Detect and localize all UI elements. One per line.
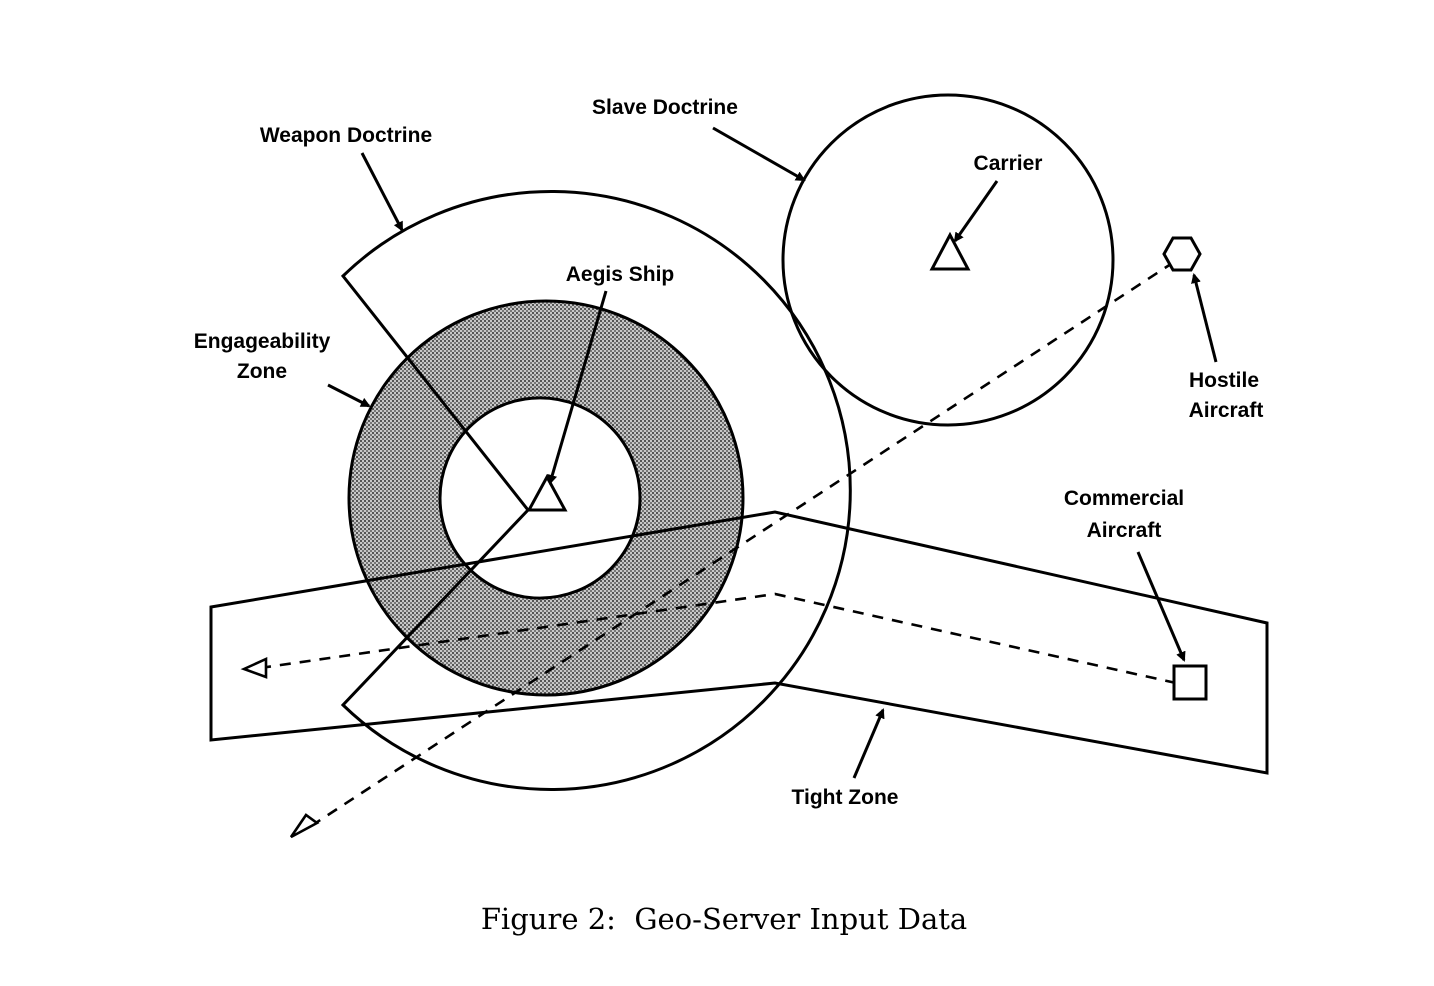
tight-zone-pointer <box>852 708 885 779</box>
aegis-ship-icon <box>526 473 568 512</box>
tight-zone-label: Tight Zone <box>792 786 899 809</box>
hostile-track <box>304 260 1175 832</box>
hostile-aircraft-label-line1: Hostile <box>1189 369 1259 392</box>
weapon-doctrine-sector <box>340 190 852 791</box>
aegis-ship-label: Aegis Ship <box>566 263 675 286</box>
slave-doctrine-label: Slave Doctrine <box>592 96 738 119</box>
commercial-track <box>259 592 1177 685</box>
engageability-label-line1: Engageability <box>194 330 331 353</box>
hostile-aircraft-pointer <box>1191 273 1218 363</box>
engageability-zone-pointer <box>327 383 371 408</box>
hostile-aircraft-icon <box>1162 236 1202 272</box>
slave-doctrine-circle <box>781 93 1115 427</box>
commercial-track-arrowhead <box>240 656 268 679</box>
carrier-icon <box>929 231 971 271</box>
commercial-aircraft-label-line2: Aircraft <box>1087 519 1162 542</box>
hostile-aircraft-label-line2: Aircraft <box>1189 399 1264 422</box>
engageability-label-line2: Zone <box>237 360 287 383</box>
tight-zone <box>209 510 1269 775</box>
aegis-ship-pointer <box>547 290 608 485</box>
weapon-doctrine-label: Weapon Doctrine <box>260 124 432 147</box>
weapon-doctrine-pointer <box>360 152 404 232</box>
carrier-label: Carrier <box>974 152 1043 175</box>
hostile-track-arrowhead <box>289 813 320 839</box>
commercial-aircraft-pointer <box>1136 551 1186 662</box>
slave-doctrine-pointer <box>712 126 806 182</box>
figure-caption: Figure 2: Geo-Server Input Data <box>481 902 967 936</box>
carrier-pointer <box>953 180 999 243</box>
commercial-aircraft-label-line1: Commercial <box>1064 487 1184 510</box>
commercial-aircraft-icon <box>1172 664 1208 701</box>
